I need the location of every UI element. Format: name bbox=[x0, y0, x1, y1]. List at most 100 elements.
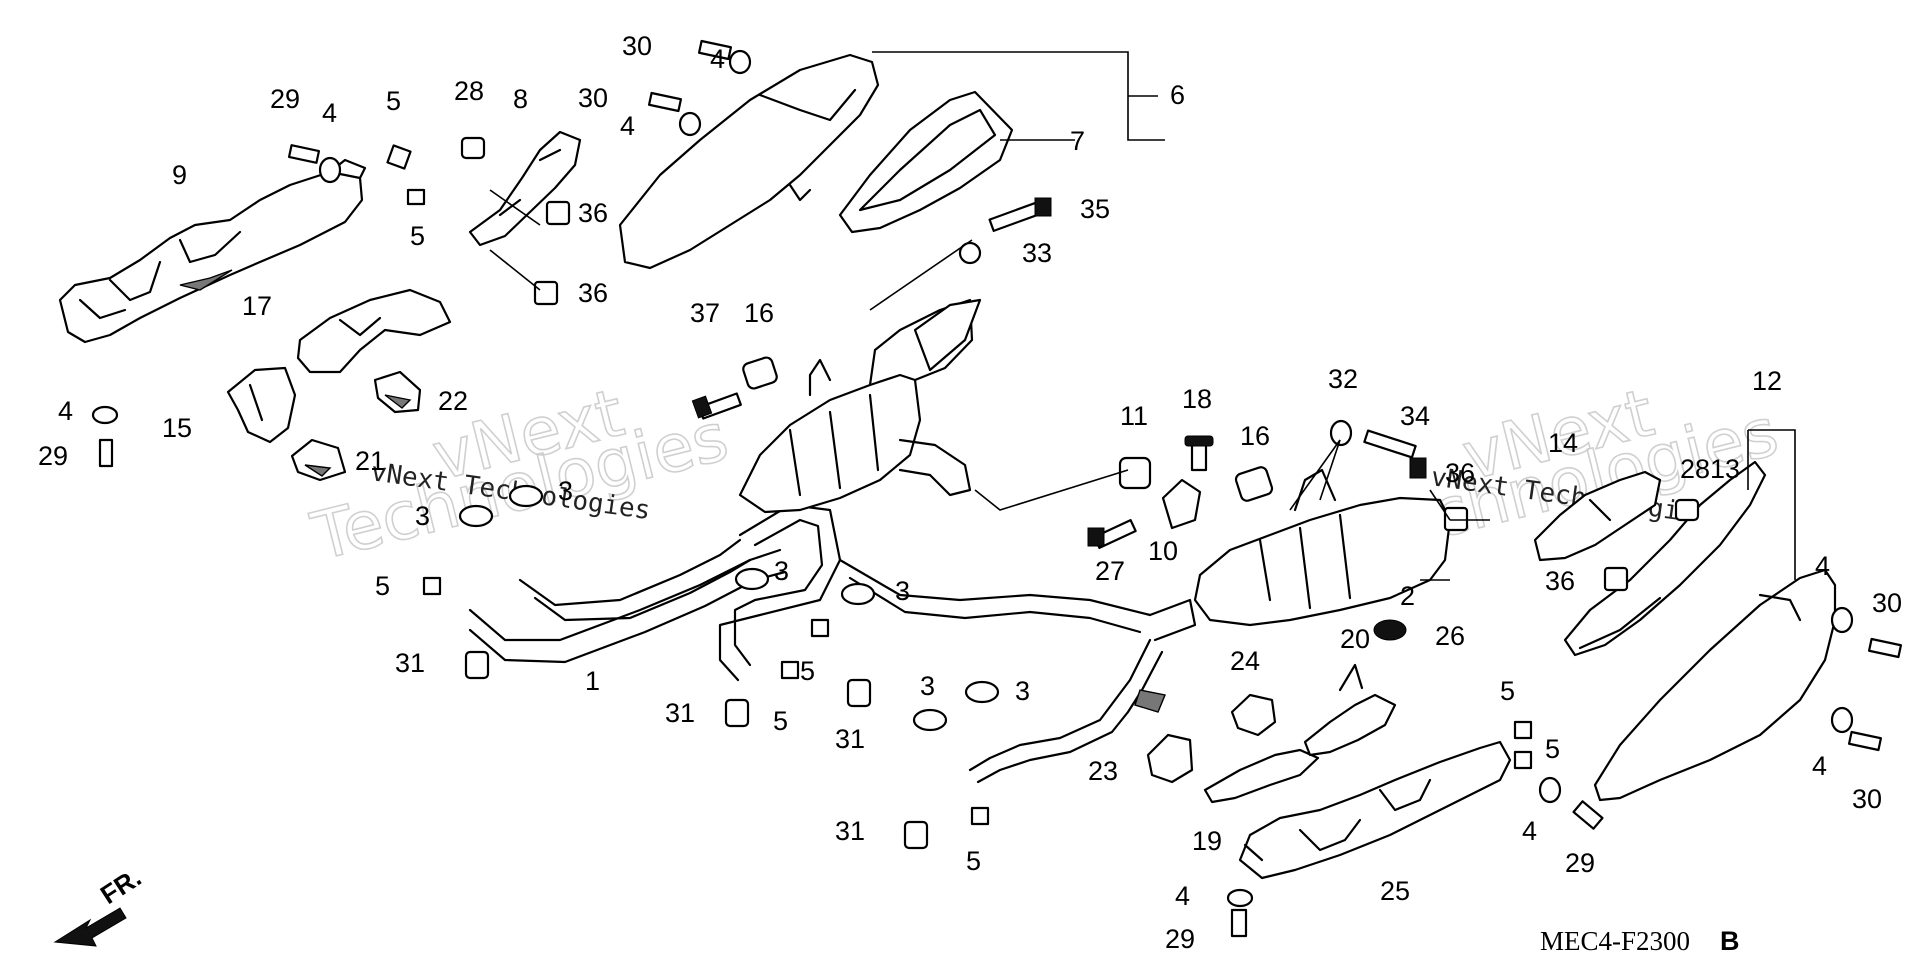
part-24-rubber bbox=[1230, 693, 1277, 737]
callout-16: 16 bbox=[744, 298, 774, 328]
callout-24: 24 bbox=[1230, 646, 1260, 676]
callout-4: 4 bbox=[1812, 751, 1827, 781]
callout-3: 3 bbox=[415, 501, 430, 531]
callout-9: 9 bbox=[172, 160, 187, 190]
callout-labels: 1 2 3 3 3 3 3 3 4 4 4 4 4 4 4 4 5 5 5 5 … bbox=[38, 31, 1902, 954]
bushing-16-right-icon bbox=[1234, 466, 1274, 502]
part-7-heat-shield-inner bbox=[838, 90, 1014, 234]
callout-31: 31 bbox=[665, 698, 695, 728]
callout-5: 5 bbox=[1500, 676, 1515, 706]
bolt-27-icon bbox=[1087, 519, 1137, 549]
callout-12: 12 bbox=[1752, 366, 1782, 396]
part-21-rubber bbox=[290, 438, 347, 482]
clamp-10-icon bbox=[1161, 478, 1202, 530]
callout-29: 29 bbox=[1165, 924, 1195, 954]
part-25-lower-cover-right bbox=[1238, 740, 1512, 880]
callout-19: 19 bbox=[1192, 826, 1222, 856]
callout-4: 4 bbox=[710, 44, 725, 74]
collar-11-icon bbox=[1118, 456, 1152, 490]
callout-5: 5 bbox=[375, 571, 390, 601]
front-label: FR. bbox=[95, 862, 146, 910]
part-8-bracket bbox=[468, 130, 582, 247]
callout-13: 13 bbox=[1710, 454, 1740, 484]
part-17-bracket bbox=[296, 288, 452, 374]
callout-35: 35 bbox=[1080, 194, 1110, 224]
callout-1: 1 bbox=[585, 666, 600, 696]
callout-10: 10 bbox=[1148, 536, 1178, 566]
callout-5: 5 bbox=[800, 656, 815, 686]
callout-32: 32 bbox=[1328, 364, 1358, 394]
callout-14: 14 bbox=[1548, 428, 1578, 458]
part-22-rubber bbox=[373, 370, 422, 414]
callout-16: 16 bbox=[1240, 421, 1270, 451]
callout-27: 27 bbox=[1095, 556, 1125, 586]
callout-4: 4 bbox=[1175, 881, 1190, 911]
center-muffler bbox=[738, 298, 982, 514]
callout-34: 34 bbox=[1400, 401, 1430, 431]
nuts-36-icon bbox=[533, 200, 1629, 592]
callout-3: 3 bbox=[774, 556, 789, 586]
callout-31: 31 bbox=[395, 648, 425, 678]
front-direction-arrow: FR. bbox=[53, 862, 146, 947]
callout-2: 2 bbox=[1400, 581, 1415, 611]
part-20-bracket bbox=[1303, 663, 1397, 757]
callout-4: 4 bbox=[620, 111, 635, 141]
bushing-16-left-icon bbox=[742, 356, 778, 390]
callout-4: 4 bbox=[58, 396, 73, 426]
callout-25: 25 bbox=[1380, 876, 1410, 906]
callout-36: 36 bbox=[1545, 566, 1575, 596]
gaskets-3-icon bbox=[458, 484, 1000, 732]
callout-4: 4 bbox=[322, 98, 337, 128]
part-6-heat-shield bbox=[618, 53, 880, 270]
callout-6: 6 bbox=[1170, 80, 1185, 110]
part-23-rubber bbox=[1146, 733, 1194, 784]
callout-4: 4 bbox=[1815, 551, 1830, 581]
part-15-bracket bbox=[226, 366, 297, 444]
callout-17: 17 bbox=[242, 291, 272, 321]
callout-5: 5 bbox=[773, 706, 788, 736]
part-2-muffler-right bbox=[968, 468, 1452, 784]
callout-20: 20 bbox=[1340, 624, 1370, 654]
callout-30: 30 bbox=[578, 83, 608, 113]
callout-18: 18 bbox=[1182, 384, 1212, 414]
callout-36: 36 bbox=[578, 198, 608, 228]
nut-26-icon bbox=[1373, 619, 1407, 641]
washer-33-icon bbox=[958, 241, 982, 265]
part-1-exhaust-pipe bbox=[468, 503, 1152, 682]
callout-36: 36 bbox=[1445, 458, 1475, 488]
callout-29: 29 bbox=[38, 441, 68, 471]
bolts-28-icon bbox=[460, 136, 1700, 522]
bolt-35-icon bbox=[988, 197, 1052, 232]
bolt-37-icon bbox=[691, 392, 742, 420]
callout-23: 23 bbox=[1088, 756, 1118, 786]
callout-31: 31 bbox=[835, 724, 865, 754]
callout-28: 28 bbox=[1680, 454, 1710, 484]
bolt-18-icon bbox=[1184, 435, 1214, 472]
callout-8: 8 bbox=[513, 84, 528, 114]
part-13-heat-shield-inner bbox=[1563, 460, 1767, 657]
callout-30: 30 bbox=[622, 31, 652, 61]
callout-7: 7 bbox=[1070, 126, 1085, 156]
callout-26: 26 bbox=[1435, 621, 1465, 651]
callout-3: 3 bbox=[895, 576, 910, 606]
callout-21: 21 bbox=[355, 446, 385, 476]
bolts-29-30-icon bbox=[98, 39, 1903, 938]
drawing-code: MEC4-F2300 bbox=[1540, 926, 1690, 956]
callout-37: 37 bbox=[690, 298, 720, 328]
callout-33: 33 bbox=[1022, 238, 1052, 268]
callout-5: 5 bbox=[410, 221, 425, 251]
callout-28: 28 bbox=[454, 76, 484, 106]
washer-32-icon bbox=[1329, 419, 1353, 447]
revision-mark: B bbox=[1720, 926, 1740, 956]
leader-lines bbox=[489, 51, 1796, 581]
part-9-lower-cover-left bbox=[58, 158, 367, 344]
part-14-bracket bbox=[1533, 470, 1662, 562]
callout-30: 30 bbox=[1872, 588, 1902, 618]
part-19-bracket bbox=[1203, 748, 1320, 804]
callout-5: 5 bbox=[386, 86, 401, 116]
callout-5: 5 bbox=[1545, 734, 1560, 764]
grommet-right-set-icon bbox=[91, 49, 1854, 908]
callout-11: 11 bbox=[1120, 401, 1148, 431]
clips-5-icon bbox=[386, 144, 1533, 826]
